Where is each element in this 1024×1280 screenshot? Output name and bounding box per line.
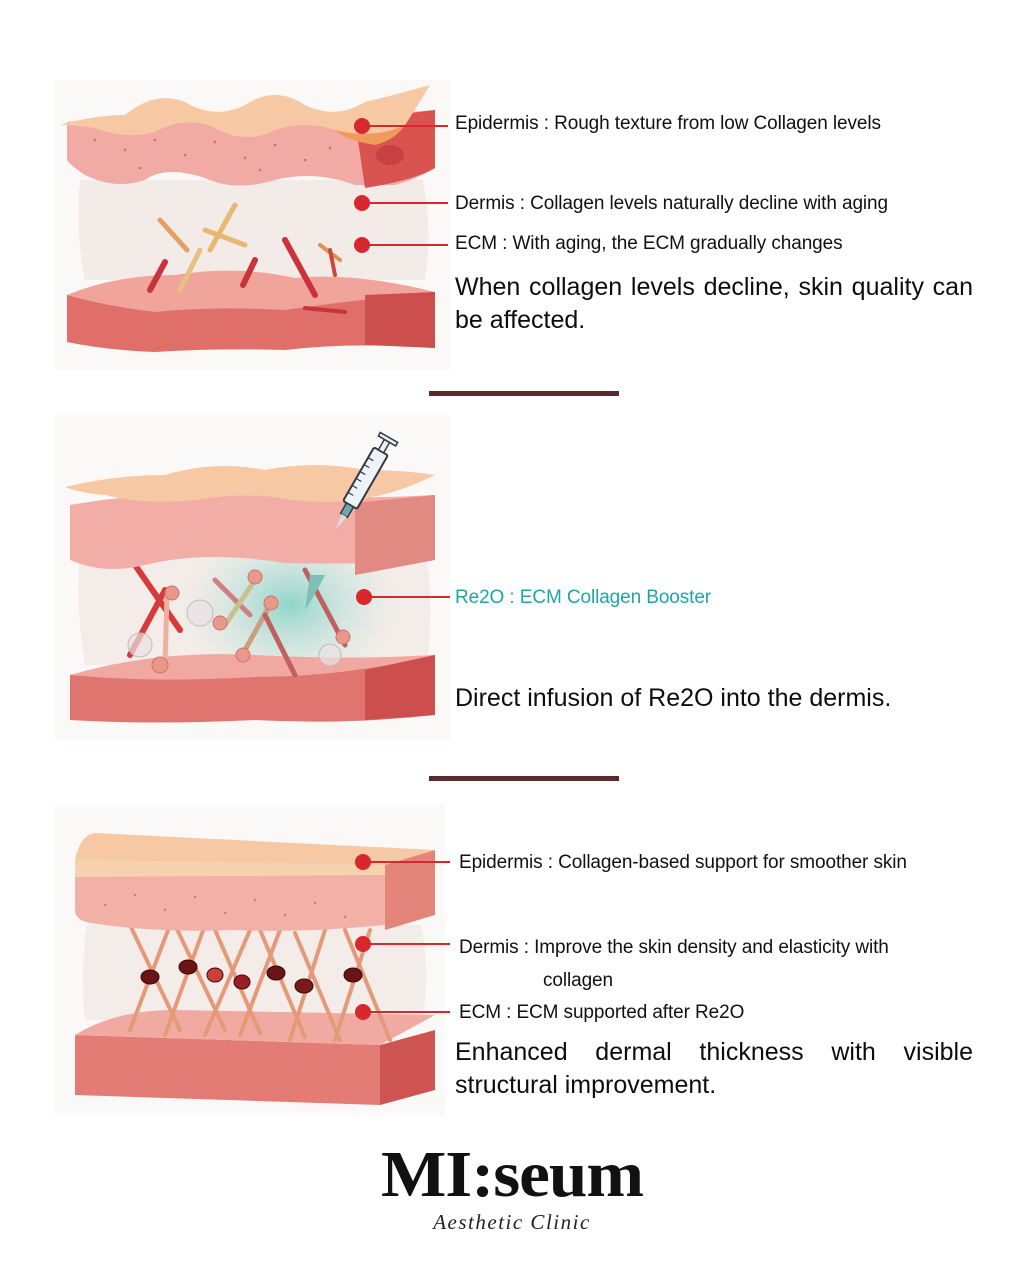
section-divider-2 [429,776,619,781]
ecm-after-label: ECM : ECM supported after Re2O [459,1002,745,1023]
dermis-label: Dermis : Collagen levels naturally decli… [455,193,888,214]
re2o-leader-line [364,596,450,598]
clinic-logo: MI:seum [380,1138,644,1211]
re2o-injection-illustration [55,415,450,740]
ecm-after-leader-line [363,1011,450,1013]
epidermis-leader-line [362,125,448,127]
clinic-tagline: Aesthetic Clinic [433,1210,591,1234]
dermis-after-label: Dermis : Improve the skin density and el… [459,937,889,958]
section-divider-1 [429,391,619,396]
epidermis-after-leader-line [363,861,450,863]
dermis-leader-line [362,202,448,204]
before-summary: When collagen levels decline, skin quali… [455,273,973,334]
treatment-summary: Direct infusion of Re2O into the dermis. [455,684,892,712]
re2o-label: Re2O : ECM Collagen Booster [455,587,712,608]
restored-skin-illustration [55,805,445,1115]
epidermis-after-label: Epidermis : Collagen-based support for s… [459,852,907,873]
ecm-label: ECM : With aging, the ECM gradually chan… [455,233,843,254]
damaged-skin-illustration [55,80,450,370]
dermis-after-leader-line [363,943,450,945]
ecm-leader-line [362,244,448,246]
after-summary: Enhanced dermal thickness with visible s… [455,1038,973,1099]
dermis-after-label-continuation: collagen [543,970,613,991]
epidermis-label: Epidermis : Rough texture from low Colla… [455,113,881,134]
